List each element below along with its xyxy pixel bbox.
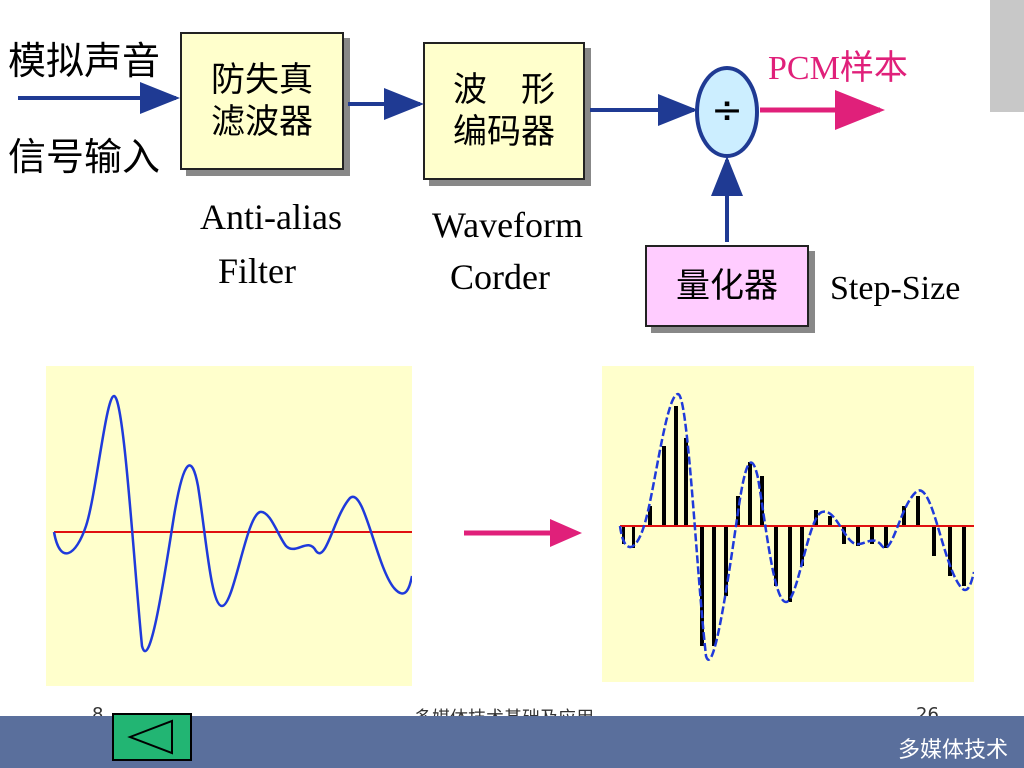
sampled-waveform	[618, 392, 976, 661]
divider-symbol: ÷	[711, 88, 743, 132]
footer-brand: 多媒体技术	[898, 738, 1009, 763]
encoder-caption-2: Corder	[450, 257, 550, 297]
encoder-box-line1: 波 形	[453, 70, 555, 110]
filter-box: 防失真 滤波器	[180, 32, 344, 170]
input-label-bottom: 信号输入	[8, 135, 161, 179]
encoder-box-line2: 编码器	[453, 112, 555, 152]
input-label-top: 模拟声音	[8, 39, 161, 83]
filter-box-line2: 滤波器	[211, 102, 313, 142]
triangle-left-icon	[127, 719, 173, 755]
quantizer-box: 量化器	[645, 245, 809, 327]
side-tab	[990, 0, 1024, 112]
footer-left-text: 8	[92, 704, 104, 725]
filter-caption-2: Filter	[218, 251, 296, 291]
encoder-caption-1: Waveform	[432, 205, 584, 245]
flow-arrows	[18, 66, 885, 242]
output-label: PCM样本	[768, 50, 908, 87]
conversion-arrow	[464, 519, 582, 547]
encoder-box: 波 形 编码器	[423, 42, 585, 180]
quantizer-box-label: 量化器	[676, 266, 778, 306]
analog-waveform	[52, 394, 414, 653]
divider-node	[695, 66, 759, 158]
quantizer-caption: Step-Size	[830, 270, 961, 307]
sampled-wave-panel	[602, 366, 976, 682]
previous-slide-button[interactable]	[112, 713, 192, 761]
footer-strip	[0, 703, 1024, 717]
filter-box-line1: 防失真	[211, 60, 313, 100]
analog-wave-panel	[46, 366, 414, 686]
filter-caption-1: Anti-alias	[200, 197, 342, 237]
